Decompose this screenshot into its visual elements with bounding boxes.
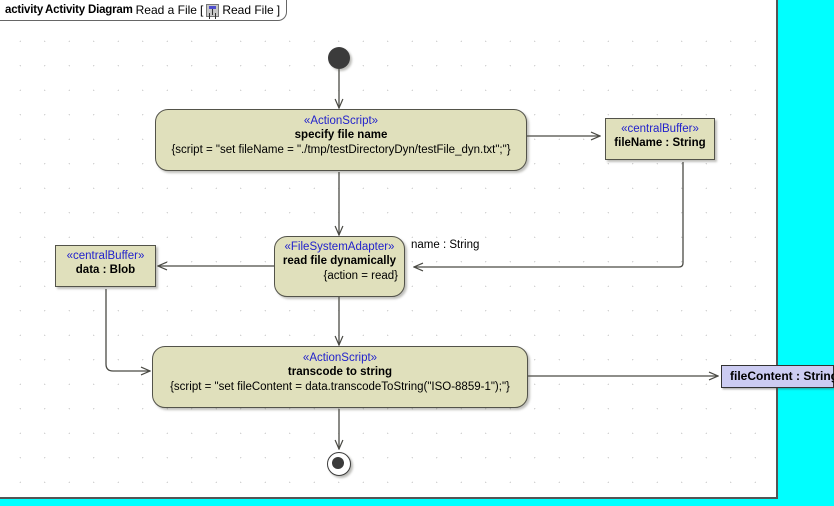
stereotype-label: «centralBuffer» [621, 123, 699, 135]
title-reference: Read File [222, 3, 274, 17]
stereotype-label: «ActionScript» [303, 115, 379, 127]
initial-node[interactable] [328, 47, 350, 69]
central-buffer-data[interactable]: «centralBuffer» data : Blob [55, 245, 156, 287]
central-buffer-filename[interactable]: «centralBuffer» fileName : String [605, 118, 715, 160]
action-script-body: {script = "set fileName = "./tmp/testDir… [171, 144, 511, 156]
activity-final-node[interactable] [327, 452, 351, 476]
action-name-label: specify file name [294, 129, 388, 141]
action-name-label: read file dynamically [282, 255, 397, 267]
activity-diagram-icon [206, 3, 220, 17]
stereotype-label: «ActionScript» [302, 352, 378, 364]
object-node-filecontent[interactable]: fileContent : String [721, 365, 834, 388]
buffer-name-label: fileName : String [614, 137, 706, 149]
stereotype-label: «centralBuffer» [66, 250, 145, 262]
title-bracket-open: [ [199, 3, 204, 17]
title-type: Activity Diagram [45, 4, 133, 16]
action-read-file-dynamically[interactable]: «FileSystemAdapter» read file dynamicall… [274, 236, 405, 297]
action-name-label: transcode to string [287, 366, 393, 378]
action-property-body: {action = read} [323, 270, 399, 282]
object-node-label: fileContent : String [730, 369, 834, 383]
diagram-title-tab[interactable]: activity Activity Diagram Read a File [ … [0, 0, 288, 21]
action-transcode-to-string[interactable]: «ActionScript» transcode to string {scri… [152, 346, 528, 408]
stereotype-label: «FileSystemAdapter» [284, 241, 395, 253]
title-name: Read a File [135, 3, 197, 17]
title-bracket-close: ] [276, 3, 281, 17]
diagram-canvas[interactable]: «ActionScript» specify file name {script… [0, 0, 778, 499]
edge-label-name-string: name : String [411, 239, 480, 251]
action-specify-file-name[interactable]: «ActionScript» specify file name {script… [155, 109, 527, 171]
title-keyword: activity [5, 4, 44, 16]
buffer-name-label: data : Blob [75, 264, 136, 276]
action-script-body: {script = "set fileContent = data.transc… [170, 381, 510, 393]
